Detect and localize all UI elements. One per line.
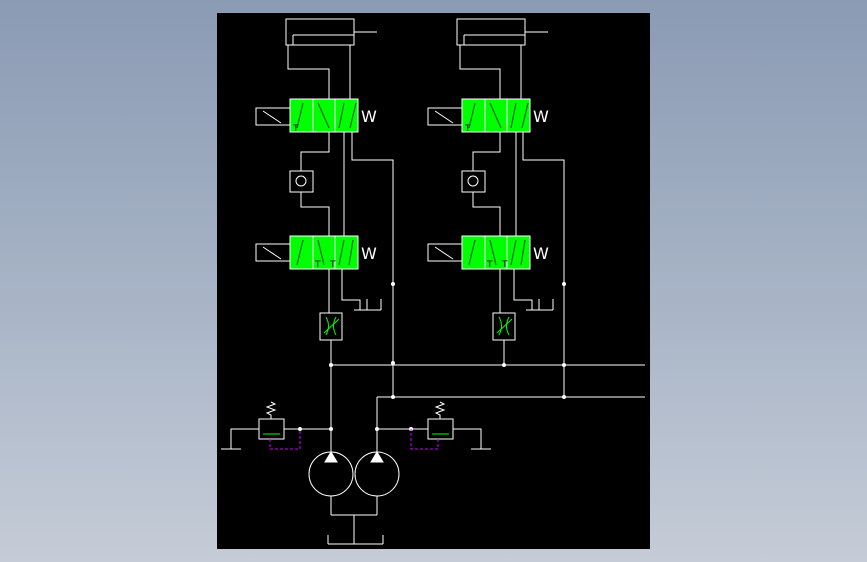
svg-text:T: T (314, 260, 321, 270)
left-cylinder (285, 18, 377, 46)
supply-lines (298, 282, 645, 453)
right-top-spring-label: W (533, 107, 549, 126)
svg-text:T: T (329, 260, 336, 270)
drawing-canvas[interactable]: T W (217, 13, 650, 549)
right-relief-valve (377, 401, 491, 450)
right-top-valve: T W (427, 98, 549, 134)
right-check-valve (461, 170, 486, 193)
right-flow-control (492, 312, 516, 341)
svg-text:T: T (464, 124, 471, 134)
svg-text:T: T (486, 260, 493, 270)
left-top-spring-label: W (361, 107, 377, 126)
left-relief-valve (221, 401, 331, 450)
pumps (308, 451, 400, 545)
left-check-valve (289, 170, 314, 193)
left-bottom-valve: T T W (255, 235, 377, 270)
right-bottom-spring-label: W (533, 244, 549, 263)
svg-text:T: T (501, 260, 508, 270)
right-circuit: T W (427, 18, 565, 363)
right-cylinder (456, 18, 548, 46)
left-circuit: T W (255, 18, 394, 363)
left-bottom-spring-label: W (361, 244, 377, 263)
svg-text:T: T (292, 124, 299, 134)
left-flow-control (319, 312, 343, 341)
hydraulic-schematic: T W (221, 18, 645, 545)
right-bottom-valve: T T W (427, 235, 549, 270)
left-top-valve: T W (255, 98, 377, 134)
